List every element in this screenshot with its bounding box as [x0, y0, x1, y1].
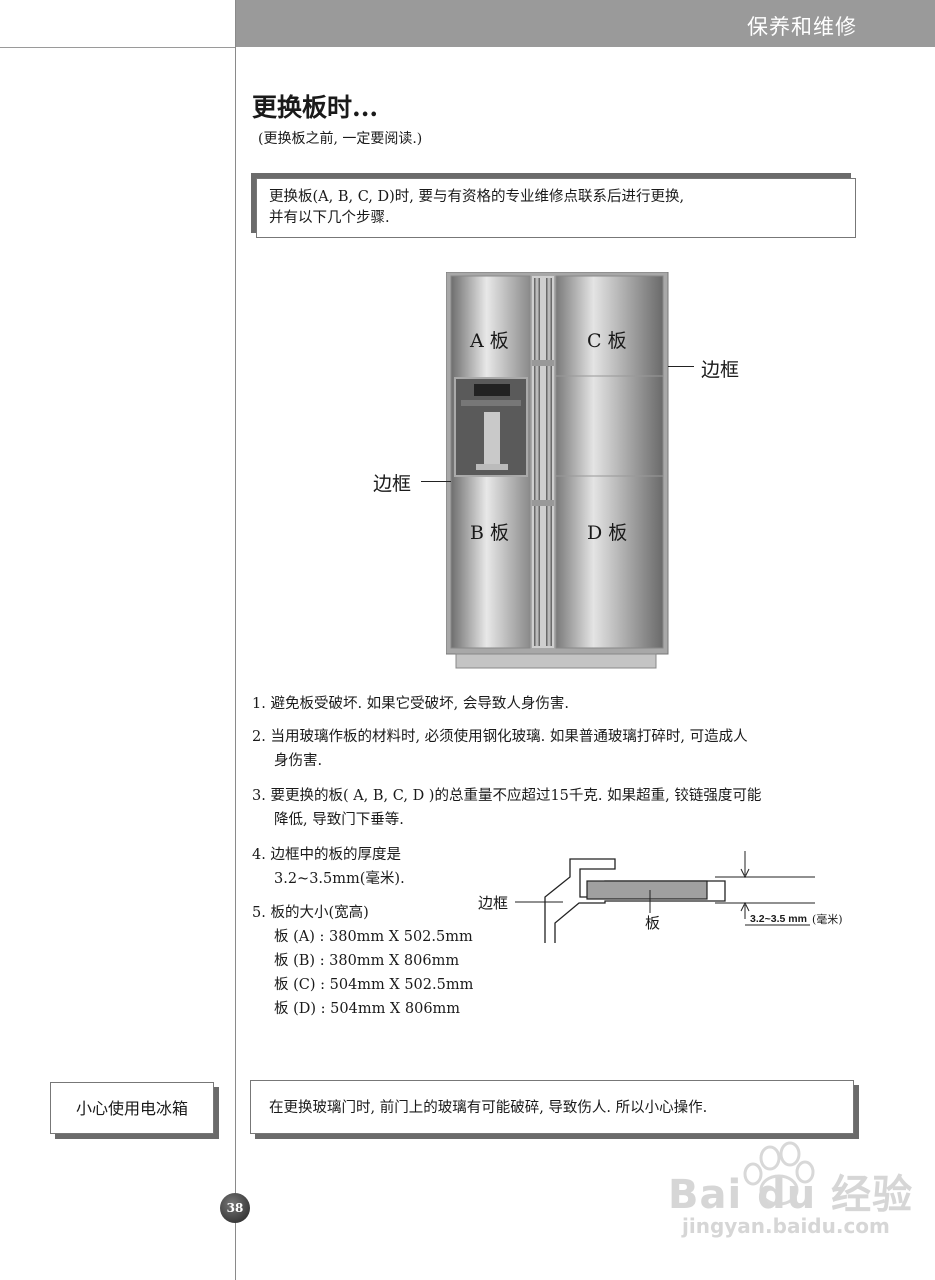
panel-b-label: B 板: [470, 522, 510, 544]
diagram-panel-label: 板: [645, 914, 661, 932]
thickness-value: 3.2~3.5 mm: [750, 913, 807, 925]
panel-cross-section-diagram: [515, 851, 815, 943]
watermark-brand: Bai du 经验: [668, 1172, 914, 1218]
panel-d-label: D 板: [587, 522, 628, 544]
page-title: 更换板时...: [252, 93, 379, 122]
page-number: 38: [220, 1193, 250, 1223]
panel-a-label: A 板: [470, 330, 509, 352]
notice-line: 并有以下几个步骤.: [269, 210, 390, 226]
warning-box: 在更换玻璃门时, 前门上的玻璃有可能破碎, 导致伤人. 所以小心操作.: [250, 1080, 854, 1134]
section-title: 保养和维修: [747, 15, 857, 39]
notice-line: 更换板(A, B, C, D)时, 要与有资格的专业维修点联系后进行更换,: [269, 189, 685, 205]
step-1: 1. 避免板受破坏. 如果它受破坏, 会导致人身伤害.: [252, 696, 569, 712]
panel-c-label: C 板: [587, 330, 627, 352]
caution-label-box: 小心使用电冰箱: [50, 1082, 214, 1134]
notice-box: 更换板(A, B, C, D)时, 要与有资格的专业维修点联系后进行更换, 并有…: [256, 178, 856, 238]
step-5: 5. 板的大小(宽高) 板 (A) : 380mm X 502.5mm 板 (B…: [252, 905, 474, 1017]
frame-label-right: 边框: [701, 359, 740, 381]
baidu-paw-icon: [743, 1141, 815, 1206]
diagram-frame-label: 边框: [478, 894, 509, 912]
header-bar: 保养和维修: [236, 0, 935, 47]
thickness-unit: (毫米): [812, 913, 843, 926]
page-subtitle: (更换板之前, 一定要阅读.): [258, 131, 423, 147]
step-3: 3. 要更换的板( A, B, C, D )的总重量不应超过15千克. 如果超重…: [252, 788, 762, 828]
refrigerator-illustration: [446, 272, 669, 669]
frame-leader-line: [421, 481, 451, 482]
margin-line: [235, 0, 236, 1280]
header-rule: [0, 47, 236, 48]
step-2: 2. 当用玻璃作板的材料时, 必须使用钢化玻璃. 如果普通玻璃打碎时, 可造成人…: [252, 729, 748, 769]
step-4: 4. 边框中的板的厚度是 3.2~3.5mm(毫米).: [252, 847, 405, 887]
frame-label-left: 边框: [373, 473, 412, 495]
frame-leader-line: [668, 366, 694, 367]
watermark-url: jingyan.baidu.com: [682, 1214, 890, 1238]
